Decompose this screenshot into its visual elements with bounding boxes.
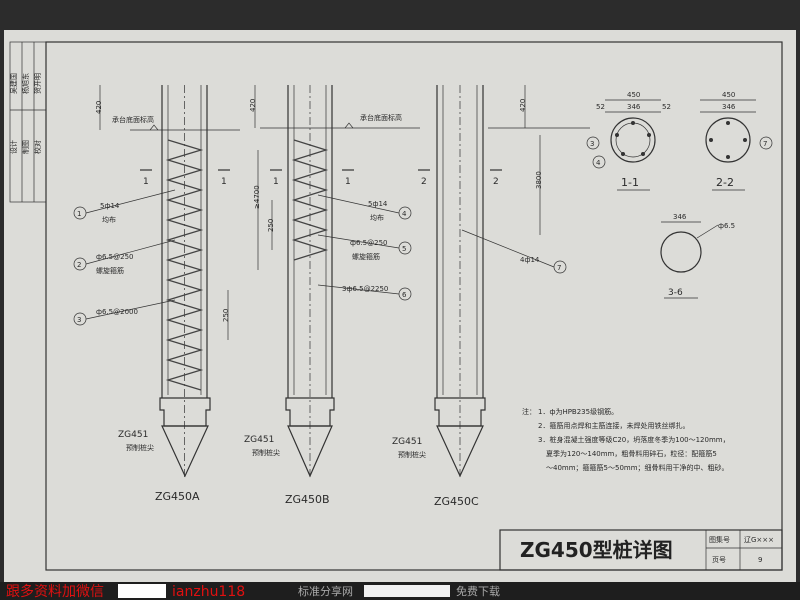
pile-zg450c: 420 3800 2 2 ZG451 预制桩尖 ZG450C 7 4ф14 [392,85,590,508]
note-line: 2．箍筋用点焊和主筋连接，未焊处用铁丝绑扎。 [538,421,689,430]
svg-text:4: 4 [402,210,407,218]
section-mark: 1 [345,177,351,187]
section-mark: 2 [421,177,427,187]
svg-text:5ф14: 5ф14 [368,200,388,208]
tip-label: 预制桩尖 [252,448,280,457]
dim-top: 420 [249,99,257,112]
tip-label: 预制桩尖 [398,450,426,459]
level-label: 承台底面标高 [360,113,402,122]
section-mark: 1 [143,177,149,187]
footer-download-text: 免费下载 [456,584,500,598]
drawing-title: ZG450型桩详图 [520,538,673,562]
svg-text:1: 1 [77,210,81,218]
dim-spiral: 250 [267,219,275,232]
note-line: ～40mm；箍箍筋5～50mm；细骨料用干净的中、粗砂。 [546,463,729,472]
callout-3: 3 ф6.5@2000 [73,299,176,326]
tip-code: ZG451 [392,437,422,447]
signature-block: 设计 制图 校对 吴建国 杨旭东 贺开明 [9,41,47,203]
callout-6: 6 3ф6.5@2250 [317,284,412,301]
section-mark: 1 [221,177,227,187]
svg-text:ф6.5@2000: ф6.5@2000 [96,308,138,316]
dim-inner: 346 [673,213,687,221]
drawing-frame [45,41,783,571]
pile-name: ZG450C [434,495,479,508]
svg-text:ф6.5@250: ф6.5@250 [350,239,387,247]
callout-7: 7 4ф14 [461,229,567,274]
bar-label: ф6.5 [718,222,735,230]
section-3-6: 346 ф6.5 3-6 [660,213,735,299]
footer-site-logo [364,585,450,597]
sig-row-label: 校对 [33,140,42,154]
level-label: 承台底面标高 [112,115,154,124]
notes-heading: 注： [522,407,536,416]
svg-text:7: 7 [557,264,561,272]
svg-text:5: 5 [402,245,406,253]
section-mark: 2 [493,177,499,187]
callout-4: 4 5ф14 均布 [317,194,412,222]
svg-text:3: 3 [77,316,81,324]
section-label: 1-1 [621,176,639,189]
dim-top: 420 [95,101,103,114]
section-2-2: 450 346 7 2-2 [700,91,773,191]
note-line: 1．ф为HPB235级钢筋。 [538,407,618,416]
dim-inner: 346 [627,103,641,111]
dim-inner: 346 [722,103,736,111]
page-label: 页号 [712,556,726,564]
svg-text:螺旋箍筋: 螺旋箍筋 [352,252,380,261]
marker: 3 [590,140,594,148]
title-block: ZG450型桩详图 图集号 辽G××× 页号 9 [499,529,783,571]
dim-total: 450 [627,91,640,99]
section-mark: 1 [273,177,279,187]
tip-code: ZG451 [244,435,274,445]
svg-text:5ф14: 5ф14 [100,202,120,210]
sig-name: 贺开明 [33,73,42,94]
footer-site-text: 标准分享网 [298,584,353,598]
pile-name: ZG450A [155,490,200,503]
section-1-1: 450 346 52 52 3 4 1-1 [586,91,671,191]
dim-top: 420 [519,99,527,112]
dim-side: 52 [662,103,671,111]
svg-text:螺旋箍筋: 螺旋箍筋 [96,266,124,275]
sig-row-label: 制图 [21,140,30,154]
footer-contact-text: 跟多资料加微信 [6,583,104,600]
atlas-number: 辽G××× [744,536,774,544]
section-label: 3-6 [668,288,683,298]
note-line: 3．桩身混凝土强度等级C20，坍落度冬季为100～120mm， [538,435,730,444]
dim-long: ≥4700 [253,185,261,209]
dim-total: 450 [722,91,735,99]
svg-text:6: 6 [402,291,407,299]
pile-name: ZG450B [285,493,330,506]
tip-label: 预制桩尖 [126,443,154,452]
callout-2: 2 ф6.5@250 螺旋箍筋 [73,239,176,275]
page-number: 9 [758,556,762,564]
marker: 4 [596,159,601,167]
footer-redacted-box [118,584,166,598]
svg-text:ф6.5@250: ф6.5@250 [96,253,133,261]
footer-bar: 跟多资料加微信 ianzhu118 标准分享网 免费下载 [0,582,800,600]
dim-spiral: 250 [222,309,230,322]
marker: 7 [763,140,767,148]
callout-1: 1 5ф14 均布 [73,189,176,224]
svg-text:4ф14: 4ф14 [520,256,540,264]
svg-text:均布: 均布 [370,213,384,222]
svg-text:3ф6.5@2250: 3ф6.5@2250 [342,285,388,293]
sig-row-label: 设计 [9,140,18,154]
note-line: 夏季为120～140mm，粗骨料用碎石，粒径：配箍筋5 [546,449,717,458]
sig-name: 杨旭东 [21,73,30,94]
dim-side: 52 [596,103,605,111]
svg-text:2: 2 [77,261,81,269]
pile-zg450b: 承台底面标高 420 ≥4700 250 1 1 ZG451 预制桩尖 ZG45… [244,85,420,506]
footer-wechat-id: ianzhu118 [172,584,245,600]
sig-name: 吴建国 [9,73,18,94]
pile-zg450a: 承台底面标高 420 1 1 250 ZG451 预制桩尖 ZG450A 1 5… [73,85,240,503]
svg-text:均布: 均布 [102,215,116,224]
atlas-label: 图集号 [709,535,730,544]
dim-long: 3800 [535,171,543,189]
tip-code: ZG451 [118,430,148,440]
callout-5: 5 ф6.5@250 螺旋箍筋 [317,234,412,261]
section-label: 2-2 [716,176,734,189]
notes: 注： 1．ф为HPB235级钢筋。 2．箍筋用点焊和主筋连接，未焊处用铁丝绑扎。… [522,407,730,472]
paper [4,30,796,582]
